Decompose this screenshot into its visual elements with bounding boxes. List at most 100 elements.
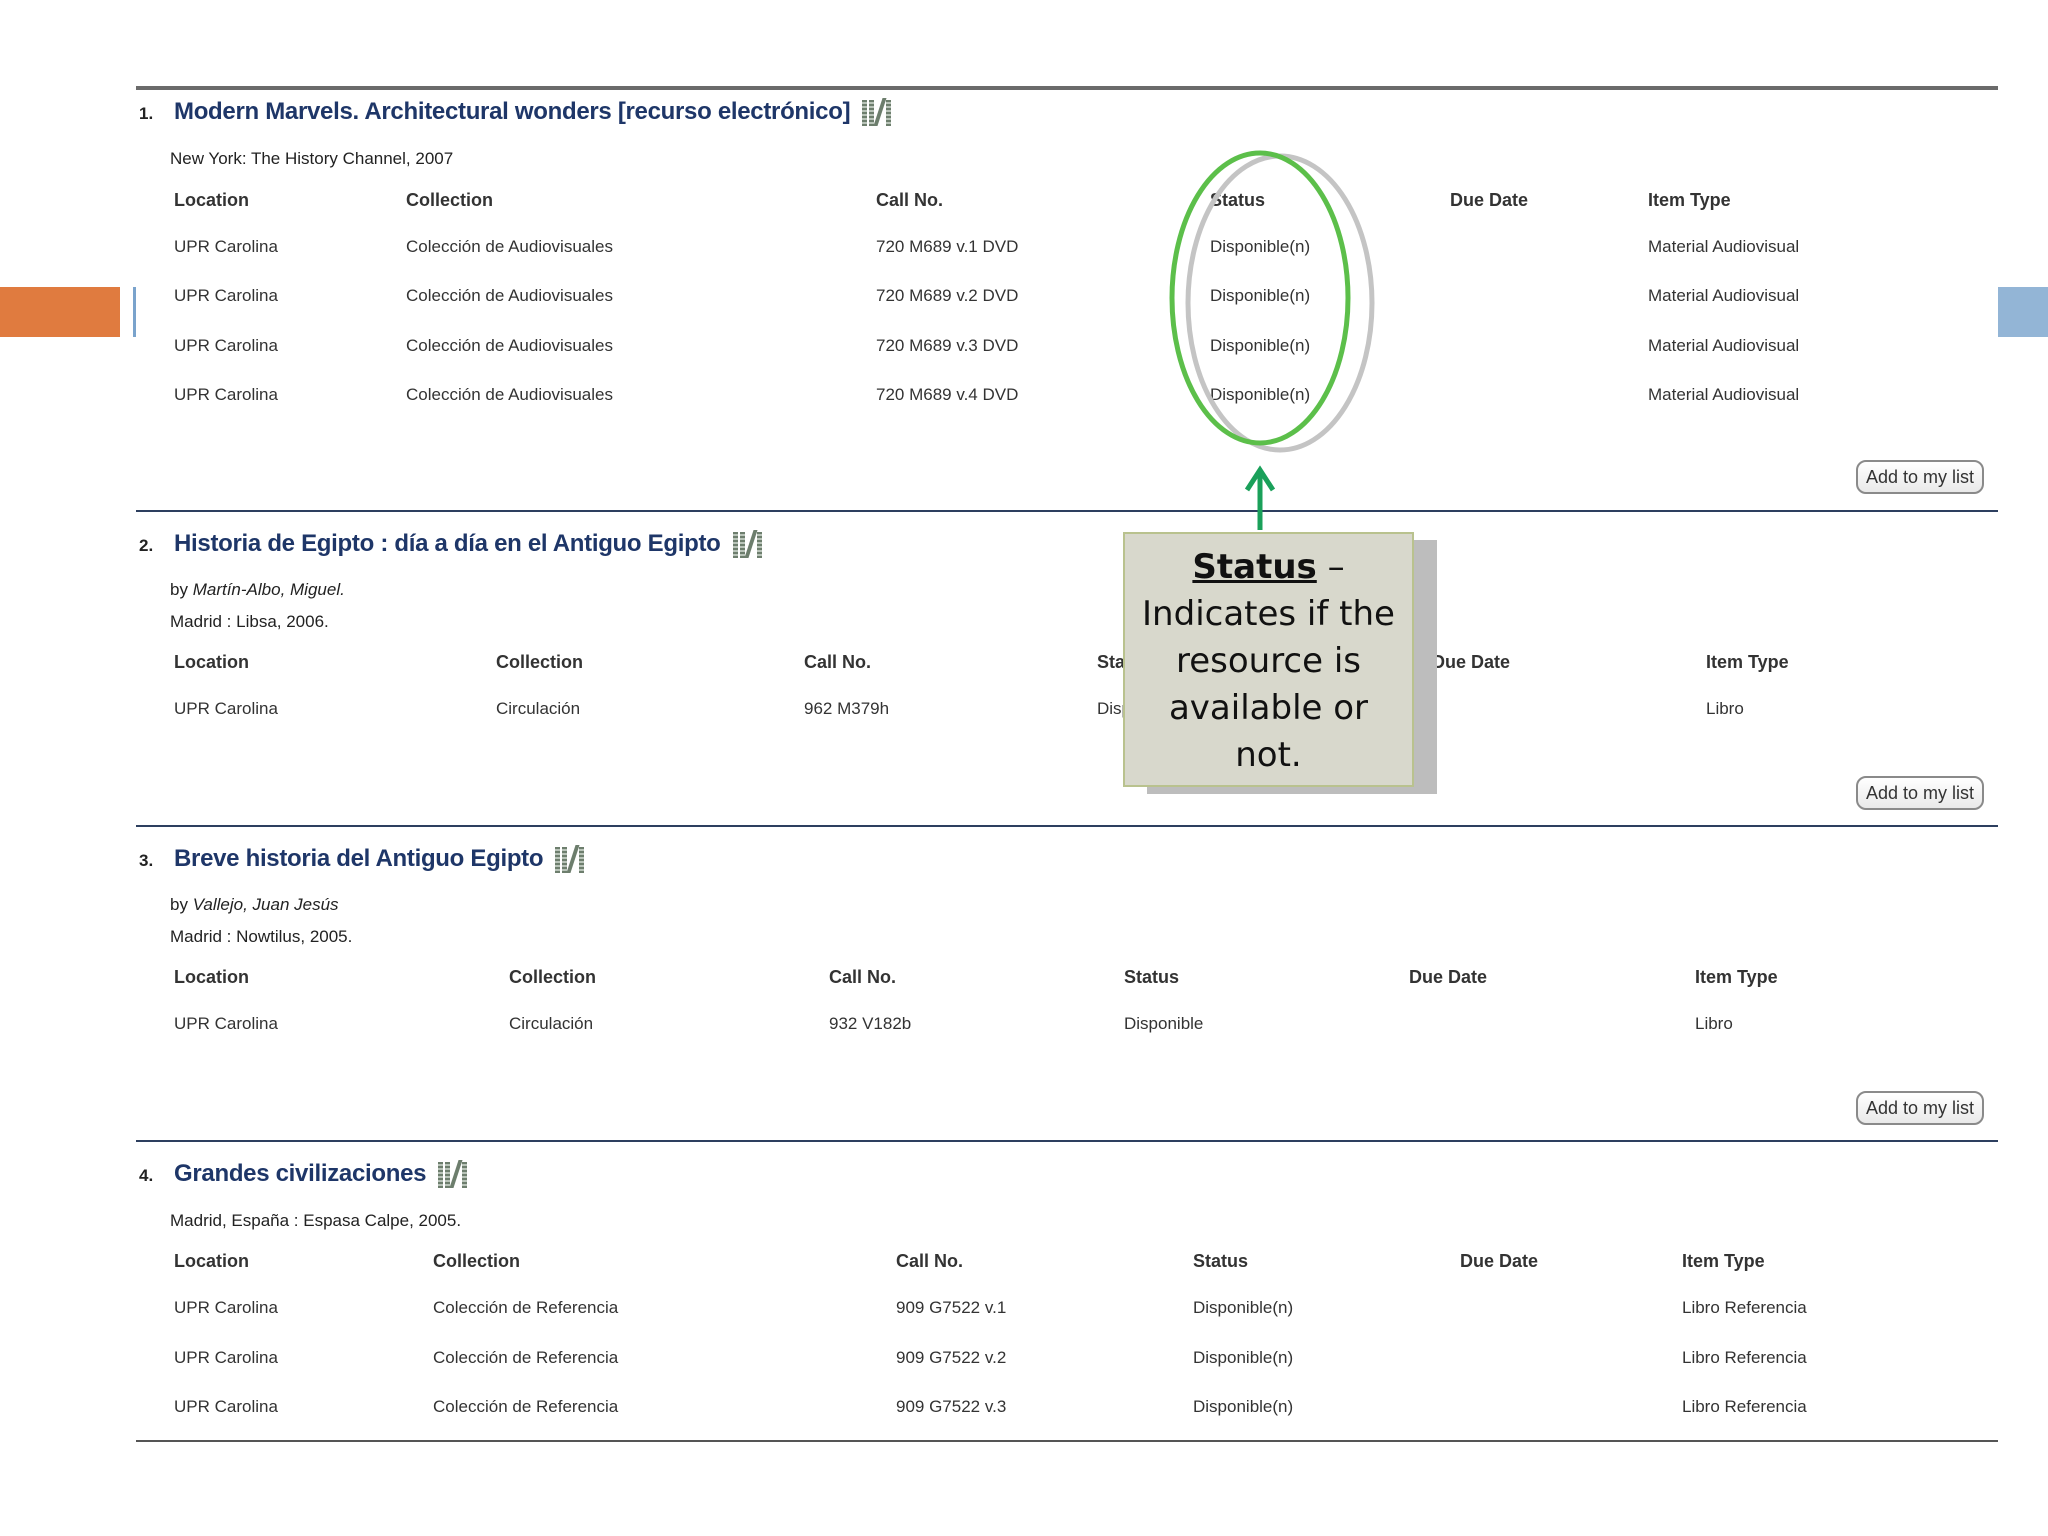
- column-header-collection: Collection: [433, 1251, 521, 1271]
- electronic-resource-icon[interactable]: [438, 1160, 468, 1188]
- record-title-link[interactable]: Grandes civilizaciones: [174, 1160, 427, 1187]
- column-header-item-type: Item Type: [1695, 967, 1778, 987]
- record-number: 1.: [139, 104, 154, 123]
- results-top-rule: [136, 86, 1998, 90]
- blue-accent-line: [133, 287, 136, 337]
- column-header-location: Location: [174, 652, 249, 672]
- record-separator: [136, 1440, 1998, 1442]
- cell-collection: Colección de Audiovisuales: [406, 286, 613, 305]
- column-header-due-date: Due Date: [1450, 190, 1529, 210]
- cell-collection: Colección de Referencia: [433, 1397, 619, 1416]
- cell-call-no: 720 M689 v.1 DVD: [876, 237, 1019, 256]
- add-to-my-list-button[interactable]: Add to my list: [1856, 1091, 1984, 1125]
- cell-call-no: 909 G7522 v.1: [896, 1298, 1007, 1317]
- column-header-location: Location: [174, 967, 249, 987]
- electronic-resource-icon[interactable]: [862, 98, 892, 126]
- cell-location: UPR Carolina: [174, 385, 278, 404]
- cell-status: Disponible: [1124, 1014, 1204, 1033]
- cell-collection: Colección de Audiovisuales: [406, 237, 613, 256]
- record-title-link[interactable]: Breve historia del Antiguo Egipto: [174, 845, 544, 872]
- record-publication: Madrid : Libsa, 2006.: [170, 612, 329, 631]
- author-name[interactable]: Martín-Albo, Miguel.: [192, 580, 345, 599]
- record-number: 3.: [139, 851, 154, 870]
- column-header-due-date: Due Date: [1409, 967, 1488, 987]
- author-prefix: by: [170, 580, 188, 599]
- orange-accent-bar: [0, 287, 120, 337]
- cell-collection: Circulación: [496, 699, 581, 718]
- cell-location: UPR Carolina: [174, 336, 278, 355]
- cell-collection: Colección de Referencia: [433, 1348, 619, 1367]
- author-prefix: by: [170, 895, 188, 914]
- record-publication: Madrid, España : Espasa Calpe, 2005.: [170, 1211, 462, 1230]
- record-number: 4.: [139, 1166, 154, 1185]
- cell-collection: Colección de Audiovisuales: [406, 336, 613, 355]
- column-header-call-no: Call No.: [829, 967, 897, 987]
- cell-call-no: 720 M689 v.4 DVD: [876, 385, 1019, 404]
- cell-status: Disponible(n): [1193, 1397, 1294, 1416]
- column-header-location: Location: [174, 190, 249, 210]
- column-header-call-no: Call No.: [896, 1251, 964, 1271]
- author-name[interactable]: Vallejo, Juan Jesús: [192, 895, 339, 914]
- record-separator: [136, 825, 1998, 827]
- column-header-item-type: Item Type: [1648, 190, 1731, 210]
- cell-location: UPR Carolina: [174, 237, 278, 256]
- record-publication: New York: The History Channel, 2007: [170, 149, 454, 168]
- cell-item-type: Libro Referencia: [1682, 1348, 1807, 1367]
- cell-call-no: 720 M689 v.3 DVD: [876, 336, 1019, 355]
- record-author: by Martín-Albo, Miguel.: [170, 580, 345, 600]
- cell-item-type: Libro Referencia: [1682, 1298, 1807, 1317]
- add-to-my-list-button[interactable]: Add to my list: [1856, 776, 1984, 810]
- column-header-status: Status: [1193, 1251, 1249, 1271]
- record-publication: Madrid : Nowtilus, 2005.: [170, 927, 353, 946]
- blue-accent-block: [1998, 287, 2048, 337]
- cell-status: Disponible(n): [1210, 336, 1311, 355]
- cell-item-type: Material Audiovisual: [1648, 385, 1800, 404]
- cell-location: UPR Carolina: [174, 1348, 278, 1367]
- cell-item-type: Libro Referencia: [1682, 1397, 1807, 1416]
- record-title-link[interactable]: Modern Marvels. Architectural wonders [r…: [174, 98, 851, 125]
- callout-dash: –: [1316, 547, 1345, 587]
- record-title-link[interactable]: Historia de Egipto : día a día en el Ant…: [174, 530, 721, 557]
- column-header-due-date: Due Date: [1432, 652, 1511, 672]
- record-separator: [136, 510, 1998, 512]
- cell-location: UPR Carolina: [174, 699, 278, 718]
- record-author: by Vallejo, Juan Jesús: [170, 895, 339, 915]
- column-header-call-no: Call No.: [804, 652, 872, 672]
- cell-call-no: 962 M379h: [804, 699, 890, 718]
- cell-item-type: Material Audiovisual: [1648, 336, 1800, 355]
- add-to-my-list-button[interactable]: Add to my list: [1856, 460, 1984, 494]
- cell-location: UPR Carolina: [174, 1298, 278, 1317]
- record-separator: [136, 1140, 1998, 1142]
- column-header-collection: Collection: [406, 190, 494, 210]
- status-callout: Status – Indicates if the resource is av…: [1123, 532, 1414, 787]
- column-header-location: Location: [174, 1251, 249, 1271]
- cell-status: Disponible(n): [1210, 385, 1311, 404]
- electronic-resource-icon[interactable]: [732, 530, 762, 558]
- cell-item-type: Libro: [1706, 699, 1744, 718]
- cell-collection: Circulación: [509, 1014, 594, 1033]
- cell-item-type: Material Audiovisual: [1648, 237, 1800, 256]
- column-header-call-no: Call No.: [876, 190, 944, 210]
- cell-location: UPR Carolina: [174, 1014, 278, 1033]
- cell-item-type: Libro: [1695, 1014, 1733, 1033]
- cell-collection: Colección de Referencia: [433, 1298, 619, 1317]
- record-number: 2.: [139, 536, 154, 555]
- arrow-head-icon: [1244, 465, 1276, 492]
- column-header-status: Status: [1210, 190, 1266, 210]
- cell-call-no: 932 V182b: [829, 1014, 912, 1033]
- cell-call-no: 720 M689 v.2 DVD: [876, 286, 1019, 305]
- cell-status: Disponible(n): [1210, 286, 1311, 305]
- cell-location: UPR Carolina: [174, 1397, 278, 1416]
- cell-item-type: Material Audiovisual: [1648, 286, 1800, 305]
- cell-collection: Colección de Audiovisuales: [406, 385, 613, 404]
- column-header-status: Status: [1124, 967, 1180, 987]
- column-header-collection: Collection: [509, 967, 597, 987]
- column-header-due-date: Due Date: [1460, 1251, 1539, 1271]
- cell-location: UPR Carolina: [174, 286, 278, 305]
- cell-status: Disponible(n): [1193, 1348, 1294, 1367]
- cell-status: Disponible(n): [1193, 1298, 1294, 1317]
- column-header-item-type: Item Type: [1682, 1251, 1765, 1271]
- column-header-collection: Collection: [496, 652, 584, 672]
- electronic-resource-icon[interactable]: [555, 845, 585, 873]
- cell-status: Disponible(n): [1210, 237, 1311, 256]
